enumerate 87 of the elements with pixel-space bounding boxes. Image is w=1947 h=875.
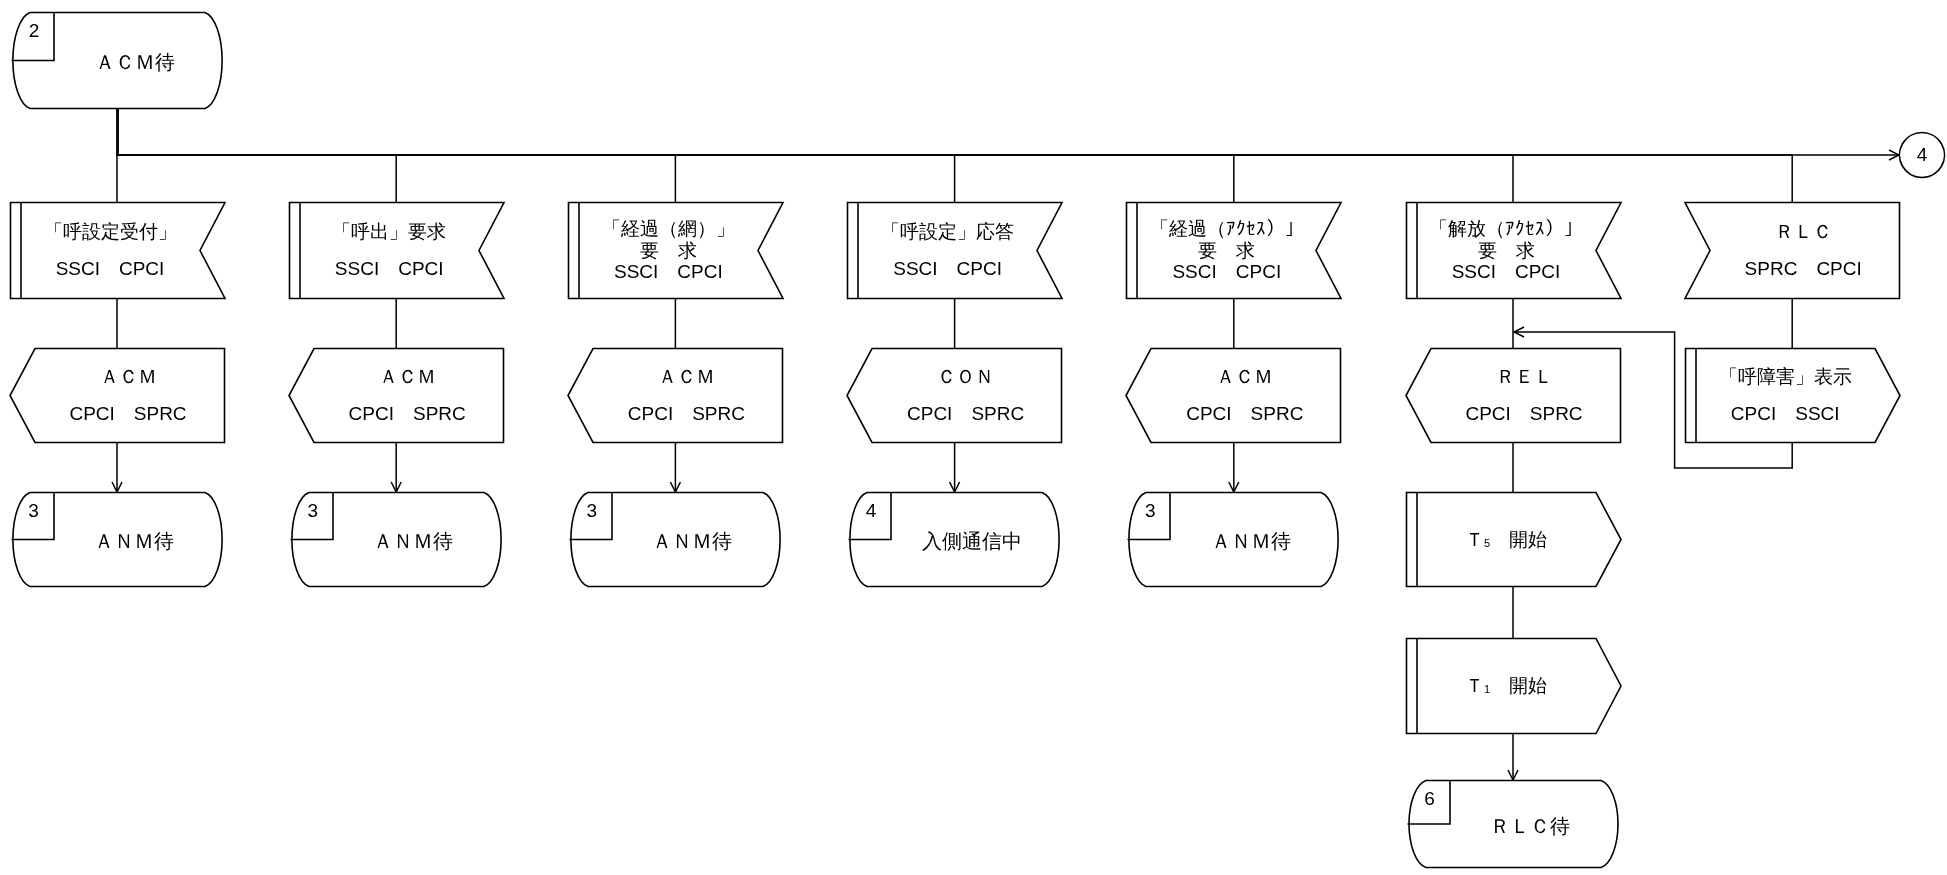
route-label: SSCI CPCI [893,258,1002,280]
arrow [111,442,123,493]
state-number: 3 [27,500,40,522]
signal-name: ＡＣＭ [378,366,436,389]
arrow [390,442,402,493]
timer-output-symbol [1405,492,1621,587]
signal-name: 「呼障害」表示 [1718,366,1852,389]
signal-name: 「呼設定受付」 [43,221,177,243]
arrow [948,442,961,493]
route-label: CPCI SPRC [627,402,745,425]
connector-line [1512,442,1514,493]
input-signal-symbol [1126,202,1342,299]
state-name: ＲＬＣ待 [1489,813,1571,839]
signal-name: 要 求 [1477,239,1535,262]
signal-name: ＲＥＬ [1495,366,1553,389]
arrow [116,108,1900,161]
signal-name: 「経過（網）」 [601,217,735,240]
state-symbol [288,492,504,587]
signal-name: 「呼設定」応答 [881,221,1015,243]
output-signal-symbol [1684,348,1900,443]
signal-name: ＡＣＭ [657,366,715,389]
output-signal-symbol [567,348,783,443]
output-signal-symbol [847,348,1063,443]
route-label: SPRC CPCI [1744,258,1862,280]
connector-line [1512,298,1514,349]
arrow [1507,733,1519,781]
state-number: 6 [1423,788,1436,810]
signal-name: 「呼出」要求 [332,221,447,243]
input-signal-symbol [1405,202,1621,299]
arrow [1513,326,1793,469]
connector-line [1512,586,1514,639]
connector-line [953,298,956,349]
output-signal-symbol [9,348,225,443]
signal-name: ＣＯＮ [937,366,995,389]
connector-line [1233,298,1235,349]
input-signal-symbol [567,202,783,299]
state-name: ＡＮＭ待 [1209,529,1292,554]
signal-name: ＡＣＭ [99,366,157,389]
route-label: SSCI CPCI [334,258,444,280]
state-symbol [567,492,783,587]
route-label: SSCI CPCI [55,258,165,280]
route-label: SSCI CPCI [1172,261,1282,284]
state-number: 3 [306,500,319,522]
input-signal-symbol [1684,202,1900,299]
route-label: CPCI SPRC [907,402,1025,425]
route-label: CPCI SPRC [348,402,466,425]
input-signal-symbol [9,202,225,299]
route-label: CPCI SSCI [1730,402,1840,425]
state-symbol [847,492,1063,587]
route-label: SSCI CPCI [614,261,723,284]
signal-name: 要 求 [1198,239,1256,262]
state-number: 3 [585,500,599,522]
signal-name: ＡＣＭ [1216,366,1274,389]
state-name: ＡＣＭ待 [93,50,176,75]
connector-line [1791,298,1793,349]
connector-line [116,298,118,349]
input-signal-symbol [847,202,1063,299]
state-number: 2 [27,20,41,42]
route-label: SSCI CPCI [1451,261,1561,284]
connector-number: 4 [1916,144,1928,166]
connector-line [395,298,397,349]
state-symbol [10,12,225,109]
state-symbol [1405,780,1621,868]
state-name: ＡＮＭ待 [93,529,175,554]
arrow [1228,442,1240,493]
state-number: 3 [1144,500,1157,522]
connector-circle [1899,132,1945,178]
route-label: CPCI SPRC [1186,402,1304,425]
state-name: ＡＮＭ待 [651,529,734,554]
route-label: CPCI SPRC [1465,402,1583,425]
connector-line [674,298,677,349]
state-name: ＡＮＭ待 [372,529,455,554]
arrow [669,442,682,493]
state-number: 4 [864,500,878,522]
state-symbol [9,492,225,587]
signal-name: 「経過（ｱｸｾｽ）」 [1149,217,1304,240]
state-name: 入側通信中 [920,529,1023,554]
output-signal-symbol [288,348,504,443]
signal-name: ＲＬＣ [1774,221,1832,243]
state-symbol [1126,492,1342,587]
signal-name: 要 求 [639,239,697,262]
input-signal-symbol [288,202,504,299]
output-signal-symbol [1126,348,1342,443]
signal-name: 「解放（ｱｸｾｽ）」 [1429,217,1583,240]
route-label: CPCI SPRC [69,402,187,425]
output-signal-symbol [1405,348,1621,443]
timer-output-symbol [1405,638,1621,734]
